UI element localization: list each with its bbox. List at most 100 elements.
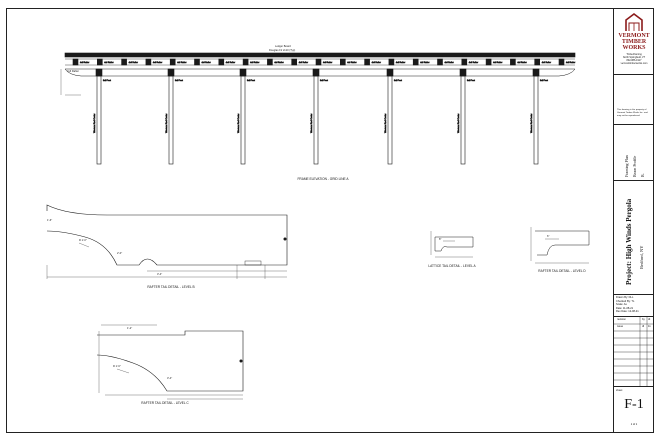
rafter-block — [461, 58, 468, 66]
post-label: Western Red Cedar — [237, 113, 240, 133]
rev-row1-desc: issue — [617, 325, 624, 328]
post-tag: 6x6 Post — [394, 79, 402, 82]
beam-note-2: Douglas Fir 2x10 (Typ) — [269, 48, 295, 52]
rafter-block — [72, 58, 79, 66]
project-location: Bedford, NY — [639, 245, 644, 270]
scale: Scale: As — [616, 303, 627, 307]
rafter-tag-label: 4x6 Rafter — [226, 61, 236, 64]
rafter-block — [412, 58, 419, 66]
project-label: Project: — [625, 261, 633, 285]
rafter-tag-label: 4x6 Rafter — [517, 61, 527, 64]
company-sub-3: 802-886-1917 — [626, 59, 642, 62]
sheet-label: sheet — [616, 389, 623, 392]
copyright-cell: This drawing is the property of Vermont … — [614, 75, 654, 125]
rafter-block — [291, 58, 298, 66]
drawing-area: 4x6 Rafter 4x6 Rafter 4x6 Rafter 4x6 Rafter… — [7, 9, 613, 432]
rafter-block — [388, 58, 395, 66]
post-tag: 6x6 Post — [247, 79, 255, 82]
dim-f-c: 3'-4" — [167, 376, 172, 380]
rafter-block — [534, 58, 541, 66]
rafter-tail-b-title: RAFTER TAIL DETAIL - LEVEL B — [147, 285, 195, 289]
rafter-block — [242, 58, 249, 66]
rafter-block — [437, 58, 443, 66]
rafter-tag-label: 4x6 Rafter — [250, 61, 260, 64]
post-label: Western Red Cedar — [93, 113, 96, 133]
sheet-desc-1: Framing Plan — [624, 155, 629, 177]
company-sub-4: vermonttimberworks.com — [620, 62, 648, 65]
rev-col-revision: revision — [617, 318, 626, 321]
rev-col-by: by — [642, 318, 645, 321]
rafter-block — [364, 58, 370, 66]
dim-a: 1'-6" — [47, 218, 52, 222]
rafter-tag-label: 4x6 Rafter — [299, 61, 309, 64]
rafter-block — [169, 58, 176, 66]
post-tag: 6x6 Post — [467, 79, 475, 82]
post-label: Western Red Cedar — [165, 113, 168, 133]
barn-logo-icon — [625, 13, 643, 31]
post-label: Western Red Cedar — [310, 113, 313, 133]
post-label: Western Red Cedar — [530, 113, 533, 133]
lattice-tail-a-title: LATTICE TAIL DETAIL - LEVEL A — [428, 264, 476, 268]
company-logo-cell: VERMONT TIMBER WORKS Timberframing North… — [614, 9, 654, 75]
company-name-2: TIMBER — [621, 39, 647, 45]
rafter-tag-label: 4x6 Rafter — [566, 61, 576, 64]
post-label: Western Red Cedar — [384, 113, 387, 133]
rafter-tag-label: 4x6 Rafter — [347, 61, 357, 64]
rafter-tag-label: 4x6 Rafter — [104, 61, 114, 64]
rafter-tag-label: 4x6 Rafter — [445, 61, 455, 64]
rafter-tag-label: 4x6 Rafter — [177, 61, 187, 64]
rafter-tail-d-profile — [535, 230, 590, 256]
rafter-tail-d-title: RAFTER TAIL DETAIL - LEVEL D — [538, 269, 586, 273]
company-name-1: VERMONT — [618, 33, 650, 39]
dim-h: R 1'-6" — [113, 364, 121, 368]
post-tag: 6x6 Post — [103, 79, 111, 82]
rafter-tag-label: 4x6 Rafter — [274, 61, 284, 64]
checked-by: Checked By: TL — [616, 299, 635, 303]
post-tag: 6x6 Post — [175, 79, 183, 82]
drawing-canvas: 4x6 Rafter 4x6 Rafter 4x6 Rafter 4x6 Rafter… — [46, 44, 590, 400]
drawn-info-cell: Drawn By: DLL Checked By: TL Scale: As D… — [614, 295, 654, 317]
date: Date: 11-08-21 — [616, 306, 634, 310]
rafter-tag-label: 4x6 Rafter — [493, 61, 503, 64]
dim-d: 6" — [547, 234, 549, 238]
project-title: Project: High Winds Pergola — [625, 199, 633, 285]
rafter-tag-label: 4x6 Rafter — [372, 61, 382, 64]
post-tag: 6x6 Post — [540, 79, 548, 82]
rev-col-date: dt — [648, 318, 651, 321]
dim-c: 8" — [439, 237, 441, 241]
rafter-block — [194, 58, 200, 66]
dim-f: 3'-4" — [157, 272, 162, 276]
beam-note-1: Ledger Board — [275, 44, 291, 48]
dim-e: R 1'-0" — [79, 238, 87, 242]
rev-row1-by: dl — [642, 325, 645, 328]
project-cell: Project: High Winds Pergola Bedford, NY — [614, 181, 654, 295]
rafter-block — [558, 58, 565, 66]
rafter-tag-label: 4x6 Rafter — [420, 61, 430, 64]
sheet-desc-3: B. — [640, 173, 645, 177]
rafter-tag-label: 4x6 Rafter — [323, 61, 333, 64]
rafter-block — [97, 58, 103, 66]
company-sub-2: North Springfield, VT — [622, 56, 646, 59]
dim-g: 1'-2" — [127, 326, 132, 330]
lattice-tail-a-profile — [434, 236, 474, 252]
drawn-by: Drawn By: DLL — [616, 296, 634, 299]
post-label: Western Red Cedar — [457, 113, 460, 133]
rafter-block — [267, 58, 273, 66]
rafter-tag-label: 4x6 Rafter — [202, 61, 212, 64]
rafter-tag-label: 4x6 Rafter — [80, 61, 90, 64]
top-beam — [64, 52, 576, 58]
sheet-number: F-1 — [624, 397, 644, 412]
sheet-number-cell: sheet F-1 1 of 1 — [614, 387, 654, 432]
drawing-sheet: 4x6 Rafter 4x6 Rafter 4x6 Rafter 4x6 Rafter… — [6, 8, 654, 433]
title-block: VERMONT TIMBER WORKS Timberframing North… — [613, 9, 654, 432]
rafter-tag-label: 4x6 Rafter — [129, 61, 139, 64]
revision-table: revision by dt issue dl 11 — [614, 317, 654, 387]
rafter-block — [485, 58, 492, 66]
rafter-tail-c-title: RAFTER TAIL DETAIL - LEVEL C — [141, 401, 189, 405]
